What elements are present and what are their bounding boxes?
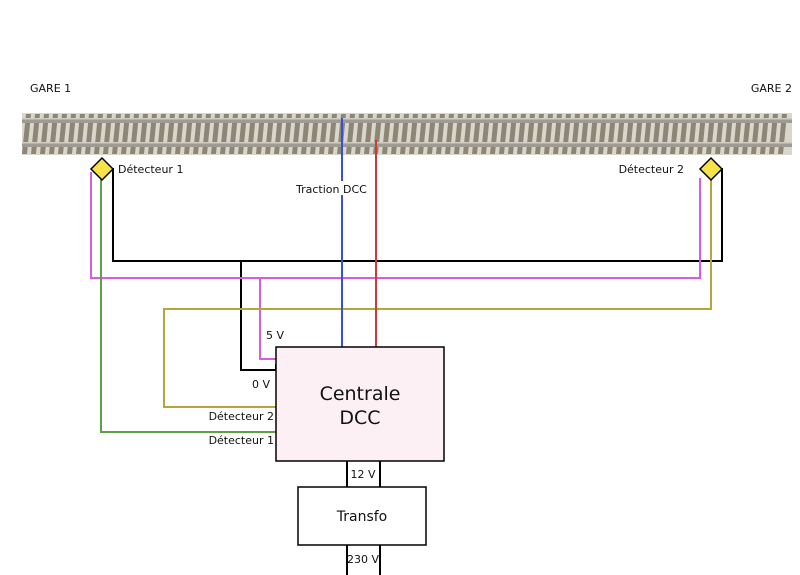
magenta-wire	[90, 172, 701, 279]
voltage-label-12v: 12 V	[350, 468, 375, 481]
detector-1-diamond	[89, 156, 115, 182]
detector-1-label: Détecteur 1	[118, 163, 183, 176]
traction-dcc-label: Traction DCC	[295, 183, 367, 196]
detector-2-label: Détecteur 2	[619, 163, 684, 176]
wires	[90, 118, 723, 575]
olive-wire-detector-2	[163, 178, 712, 408]
rail-top	[22, 119, 792, 123]
black-wire	[112, 168, 723, 262]
central-dcc-title-line1: Centrale	[320, 383, 401, 405]
pin-label-0v: 0 V	[252, 378, 270, 391]
pin-label-detector-1: Détecteur 1	[209, 434, 274, 447]
voltage-label-230v: 230 V	[347, 553, 379, 566]
station-label-left: GARE 1	[30, 82, 71, 95]
detector-2-diamond	[698, 156, 724, 182]
transfo-box	[297, 486, 427, 546]
transfo-label: Transfo	[336, 509, 388, 525]
rail-bottom	[22, 143, 792, 147]
railway-track	[22, 113, 792, 155]
pin-label-detector-2: Détecteur 2	[209, 410, 274, 423]
pin-label-5v: 5 V	[266, 329, 284, 342]
green-wire-detector-1	[100, 178, 276, 433]
central-dcc-box	[275, 346, 445, 462]
magenta-wire-5v	[259, 278, 276, 360]
station-label-right: GARE 2	[751, 82, 792, 95]
central-dcc-title-line2: DCC	[339, 407, 380, 429]
